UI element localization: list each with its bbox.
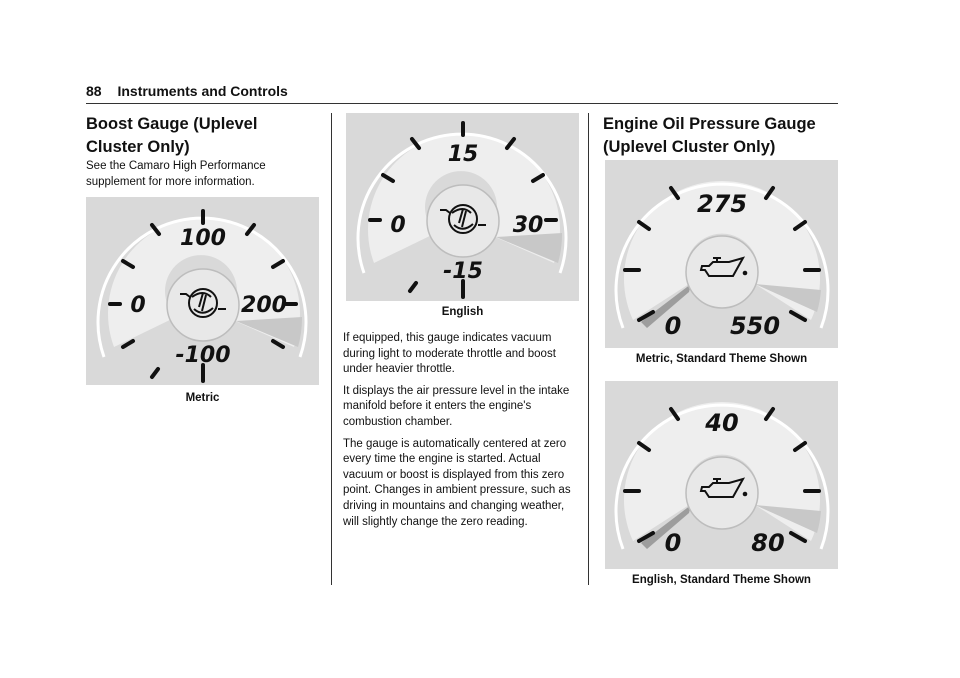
- gauge-label: 100: [180, 226, 226, 251]
- gauge-label: 200: [241, 293, 287, 318]
- oil-gauge-english-image: 40 0 80: [605, 381, 838, 569]
- heading-line: Cluster Only): [86, 138, 190, 156]
- section-title: Instruments and Controls: [117, 83, 288, 99]
- english-theme-caption: English, Standard Theme Shown: [632, 574, 811, 586]
- heading-line: Engine Oil Pressure Gauge: [603, 115, 816, 133]
- heading-line: (Uplevel Cluster Only): [603, 138, 776, 156]
- english-caption: English: [441, 306, 484, 318]
- gauge-label: 40: [704, 409, 738, 437]
- paragraph: The gauge is automatically centered at z…: [343, 437, 571, 528]
- gauge-label: 550: [730, 312, 780, 340]
- metric-theme-caption: Metric, Standard Theme Shown: [635, 353, 808, 365]
- gauge-label: 275: [697, 190, 747, 218]
- column-divider-left: [331, 113, 332, 585]
- gauge-label: 0: [130, 293, 145, 318]
- gauge-label: 0: [665, 312, 682, 340]
- gauge-label: -15: [443, 259, 483, 284]
- gauge-label: 15: [448, 142, 479, 167]
- heading-line: Boost Gauge (Uplevel: [86, 115, 258, 133]
- gauge-label: 80: [751, 529, 784, 557]
- paragraph: If equipped, this gauge indicates vacuum…: [343, 332, 556, 376]
- metric-caption: Metric: [185, 392, 220, 404]
- gauge-label: -100: [175, 343, 230, 368]
- oil-gauge-metric-image: 275 0 550: [605, 160, 838, 348]
- paragraph: It displays the air pressure level in th…: [343, 384, 570, 428]
- boost-gauge-heading: Boost Gauge (Uplevel Cluster Only): [86, 113, 322, 159]
- boost-gauge-english-image: 15 0 30 -15: [346, 113, 579, 301]
- gauge-label: 30: [513, 213, 544, 238]
- header-divider: [86, 103, 838, 104]
- gauge-label: 0: [390, 213, 405, 238]
- boost-description: If equipped, this gauge indicates vacuum…: [343, 331, 581, 530]
- column-divider-right: [588, 113, 589, 585]
- oil-pressure-heading: Engine Oil Pressure Gauge (Uplevel Clust…: [603, 113, 839, 159]
- boost-gauge-metric-image: 100 0 200 -100: [86, 197, 319, 385]
- gauge-label: 0: [665, 529, 682, 557]
- page-header: 88 Instruments and Controls: [86, 83, 838, 103]
- page-number: 88: [86, 83, 102, 99]
- boost-intro-text: See the Camaro High Performance suppleme…: [86, 160, 266, 188]
